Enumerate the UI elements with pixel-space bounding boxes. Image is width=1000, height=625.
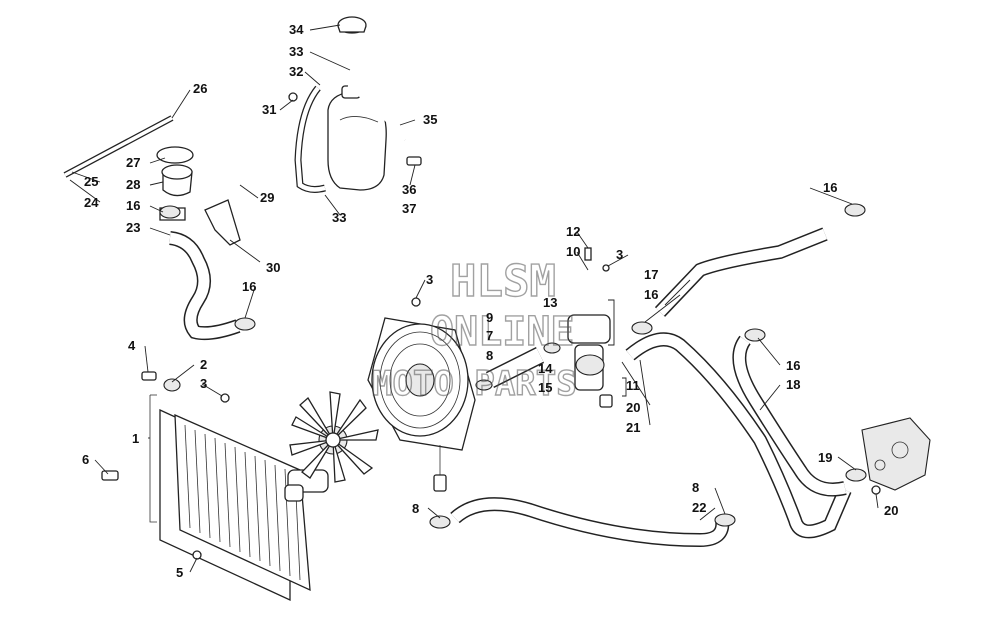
radiator bbox=[149, 394, 329, 602]
fasteners bbox=[101, 92, 881, 560]
callout-14: 14 bbox=[538, 361, 553, 376]
callout-31: 31 bbox=[262, 102, 276, 117]
callout-13: 13 bbox=[543, 295, 557, 310]
watermark-line-2: ONLINE bbox=[430, 309, 575, 355]
callout-16a: 16 bbox=[126, 198, 140, 213]
callout-1: 1 bbox=[132, 431, 139, 446]
callout-35: 35 bbox=[423, 112, 437, 127]
callout-16b: 16 bbox=[242, 279, 256, 294]
callout-12: 12 bbox=[566, 224, 580, 239]
callout-4: 4 bbox=[128, 338, 136, 353]
callout-21: 21 bbox=[626, 420, 640, 435]
fan-shroud bbox=[367, 317, 476, 492]
coolant-reservoir bbox=[327, 16, 387, 191]
callout-20a: 20 bbox=[884, 503, 898, 518]
callout-8a: 8 bbox=[486, 348, 493, 363]
callout-2: 2 bbox=[200, 357, 207, 372]
callout-8c: 8 bbox=[692, 480, 699, 495]
callout-23: 23 bbox=[126, 220, 140, 235]
callout-8b: 8 bbox=[412, 501, 419, 516]
callout-26: 26 bbox=[193, 81, 207, 96]
callout-16d: 16 bbox=[823, 180, 837, 195]
callout-25: 25 bbox=[84, 174, 98, 189]
water-pump-housing bbox=[861, 417, 931, 491]
callout-34: 34 bbox=[289, 22, 304, 37]
callout-28: 28 bbox=[126, 177, 140, 192]
callout-3a: 3 bbox=[200, 376, 207, 391]
callout-24: 24 bbox=[84, 195, 99, 210]
callout-30: 30 bbox=[266, 260, 280, 275]
callout-33a: 33 bbox=[289, 44, 303, 59]
callout-32: 32 bbox=[289, 64, 303, 79]
watermark-line-1: HLSM bbox=[450, 256, 556, 307]
callout-9: 9 bbox=[486, 310, 493, 325]
fan-blade bbox=[289, 391, 379, 483]
hose-clamps bbox=[159, 203, 867, 529]
callout-27: 27 bbox=[126, 155, 140, 170]
callout-20b: 20 bbox=[626, 400, 640, 415]
callout-10: 10 bbox=[566, 244, 580, 259]
leader-lines bbox=[69, 24, 879, 573]
callout-7: 7 bbox=[486, 328, 493, 343]
callout-29: 29 bbox=[260, 190, 274, 205]
callout-15: 15 bbox=[538, 380, 552, 395]
callout-16c: 16 bbox=[644, 287, 658, 302]
callout-6: 6 bbox=[82, 452, 89, 467]
callout-19: 19 bbox=[818, 450, 832, 465]
callout-16e: 16 bbox=[786, 358, 800, 373]
callout-5: 5 bbox=[176, 565, 183, 580]
callout-36: 36 bbox=[402, 182, 416, 197]
callout-17: 17 bbox=[644, 267, 658, 282]
callout-18: 18 bbox=[786, 377, 800, 392]
callout-11: 11 bbox=[626, 378, 640, 393]
callout-3b: 3 bbox=[426, 272, 433, 287]
callout-3c: 3 bbox=[616, 247, 623, 262]
watermark-line-3: MOTO PARTS bbox=[372, 364, 577, 404]
thermostat-valve bbox=[567, 314, 613, 408]
callout-22: 22 bbox=[692, 500, 706, 515]
callout-33b: 33 bbox=[332, 210, 346, 225]
callouts: 34 33 32 31 35 36 37 33 26 27 28 16 23 2… bbox=[82, 22, 898, 580]
callout-37: 37 bbox=[402, 201, 416, 216]
